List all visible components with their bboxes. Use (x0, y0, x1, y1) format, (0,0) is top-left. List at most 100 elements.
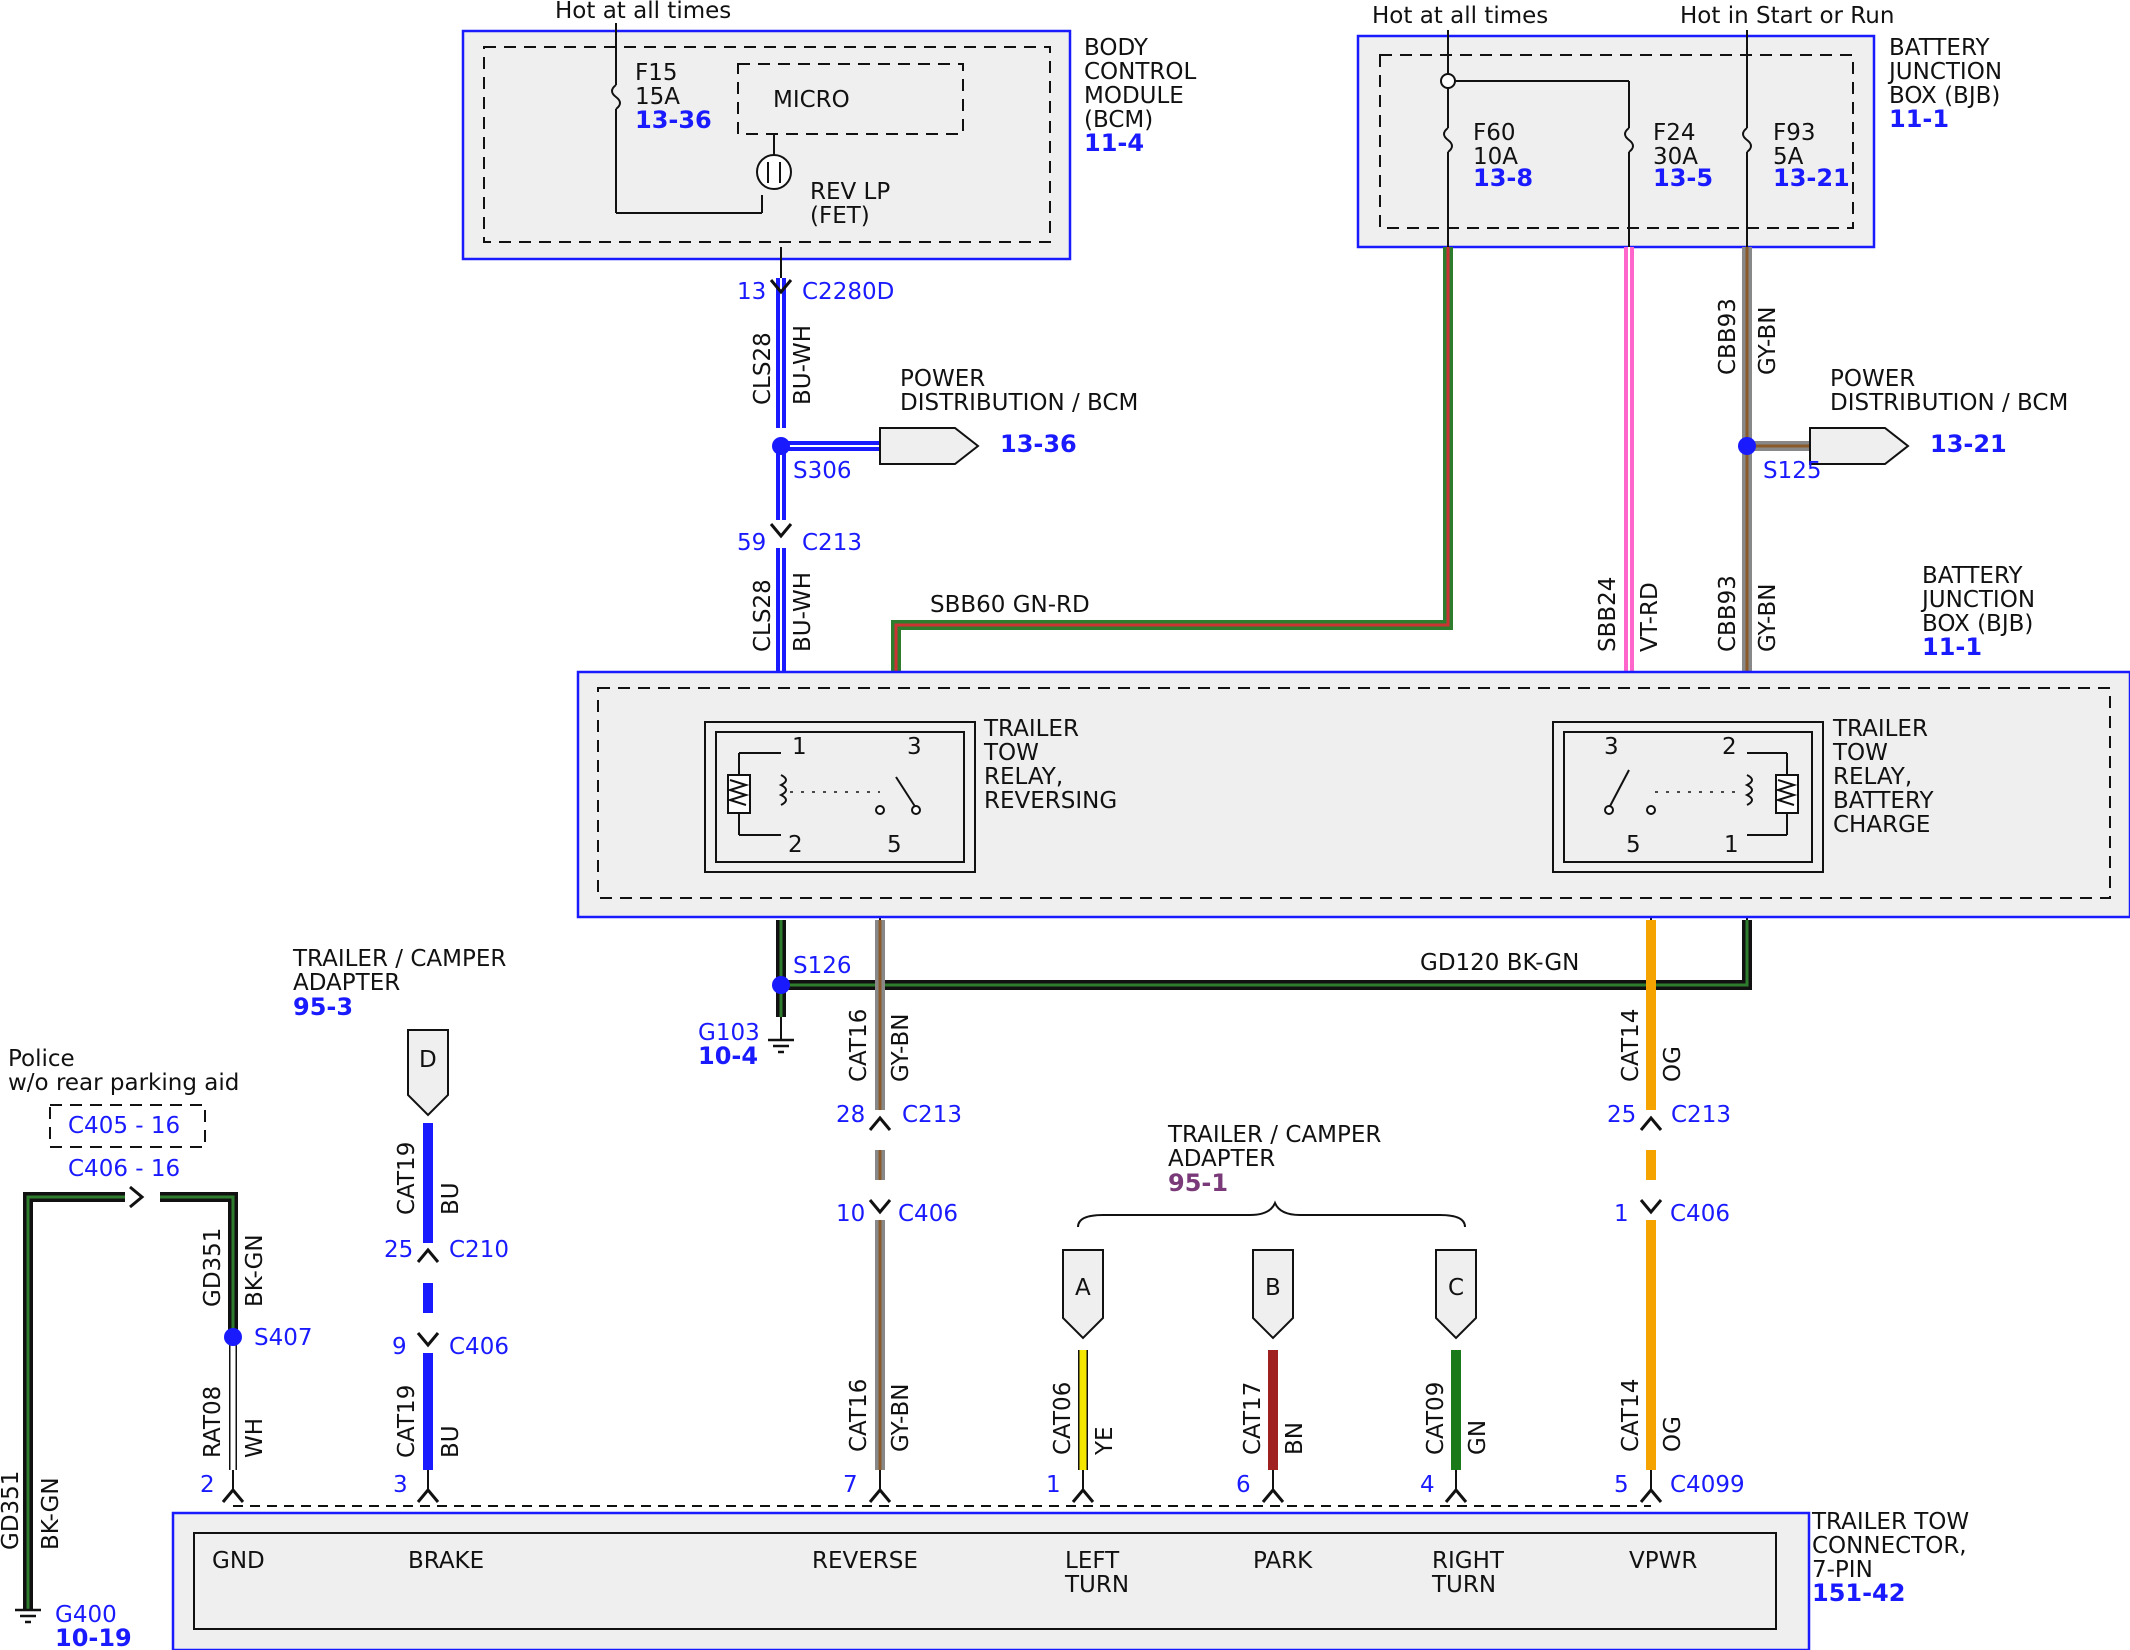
buwh-top: BU-WH (790, 325, 816, 405)
adapter-b-ref: 95-1 (1168, 1169, 1228, 1197)
tc-vpwr: VPWR (1629, 1548, 1697, 1574)
g103-ref: 10-4 (698, 1042, 758, 1070)
bcm-title-3: MODULE (1084, 83, 1184, 109)
pd-right-ref: 13-21 (1930, 430, 2007, 458)
cat06-label: CAT06 (1050, 1382, 1076, 1455)
bkgn-left: BK-GN (38, 1477, 64, 1550)
ground-icon (15, 1038, 794, 1624)
adapter-a-ref: 95-3 (293, 993, 353, 1021)
adapter-a-title-2: ADAPTER (293, 970, 400, 996)
c406-label-a: C406 (898, 1201, 958, 1227)
cat19-bottom: CAT19 (394, 1385, 420, 1458)
bcm-title-4: (BCM) (1084, 107, 1153, 133)
c213-label-b: C213 (902, 1102, 962, 1128)
bat-relay-4: BATTERY (1833, 788, 1934, 814)
pin-right: 4 (1420, 1472, 1435, 1498)
fet-icon (756, 154, 792, 190)
police-line-2: w/o rear parking aid (8, 1070, 239, 1096)
tc-right-2: TURN (1431, 1572, 1496, 1598)
c406-pin-a: 10 (836, 1201, 865, 1227)
f15-name: F15 (635, 60, 678, 86)
gybn-rev-top: GY-BN (888, 1014, 914, 1082)
f93-name: F93 (1773, 120, 1816, 146)
c4099-label: C4099 (1670, 1472, 1745, 1498)
og-bottom: OG (1660, 1416, 1686, 1452)
g400-label: G400 (55, 1602, 117, 1628)
splices (224, 437, 1756, 1346)
cat17-label: CAT17 (1240, 1382, 1266, 1455)
bjb-top-title-2: JUNCTION (1887, 59, 2002, 85)
bjb-mid-title-3: BOX (BJB) (1922, 611, 2033, 637)
bjb-hot-2: Hot in Start or Run (1680, 3, 1894, 29)
c213-pin-b: 28 (836, 1102, 865, 1128)
s125-label: S125 (1763, 458, 1822, 484)
gd351-left: GD351 (0, 1471, 24, 1550)
pin-left: 1 (1046, 1472, 1061, 1498)
splice-s125 (1738, 437, 1756, 455)
bcm-hot-label: Hot at all times (555, 0, 731, 24)
bcm-module: MICRO Hot at all times F15 15A 13-36 REV… (461, 0, 1197, 261)
g103-label: G103 (698, 1020, 760, 1046)
gybn-top: GY-BN (1755, 307, 1781, 375)
gd120-label: GD120 BK-GN (1420, 950, 1579, 976)
bjb-mid-ref: 11-1 (1922, 633, 1982, 661)
c406-police-label: C406 - 16 (68, 1156, 180, 1182)
s126-label: S126 (793, 953, 852, 979)
wire-labels: 13 C2280D CLS28 BU-WH S306 59 C213 CLS28… (0, 279, 1822, 1650)
bjb-top-title-3: BOX (BJB) (1889, 83, 2000, 109)
bat-relay-3: RELAY, (1833, 764, 1912, 790)
adapter-b-label: B (1265, 1275, 1281, 1301)
bat-pin-2: 2 (1722, 734, 1737, 760)
rev-relay-4: REVERSING (984, 788, 1117, 814)
police-note: Police w/o rear parking aid C405 - 16 C4… (8, 1046, 239, 1182)
rev-pin-3: 3 (907, 734, 922, 760)
c406-pin-b: 1 (1614, 1201, 1629, 1227)
rev-pin-2: 2 (788, 832, 803, 858)
cbb93-top: CBB93 (1715, 298, 1741, 375)
bjb-mid-title-2: JUNCTION (1920, 587, 2035, 613)
ye-label: YE (1092, 1426, 1118, 1456)
vtrd-label: VT-RD (1637, 582, 1663, 652)
fet-label-2: (FET) (810, 203, 870, 229)
pd-left-2: DISTRIBUTION / BCM (900, 390, 1138, 416)
pd-left-1: POWER (900, 366, 985, 392)
rat08-label: RAT08 (200, 1386, 226, 1458)
fet-label-1: REV LP (810, 179, 890, 205)
c213-pin-a: 59 (737, 530, 766, 556)
gn-label: GN (1465, 1420, 1491, 1455)
cls28-top: CLS28 (750, 332, 776, 405)
cat19-top: CAT19 (394, 1142, 420, 1215)
pin-vpwr: 5 (1614, 1472, 1629, 1498)
tc-right-1: RIGHT (1432, 1548, 1505, 1574)
f24-amp: 30A (1653, 144, 1698, 170)
cat16-bottom: CAT16 (846, 1379, 872, 1452)
bat-pin-1: 1 (1724, 832, 1739, 858)
adapter-a-title-1: TRAILER / CAMPER (292, 946, 506, 972)
g400-ref: 10-19 (55, 1624, 132, 1650)
s306-label: S306 (793, 458, 852, 484)
bat-pin-3: 3 (1604, 734, 1619, 760)
gd351-right: GD351 (200, 1228, 226, 1307)
c2280d-label: C2280D (802, 279, 894, 305)
power-dist-flags: POWER DISTRIBUTION / BCM 13-36 POWER DIS… (879, 366, 2068, 465)
connector-marks (129, 279, 1663, 1503)
bat-relay-5: CHARGE (1833, 812, 1930, 838)
bjb-top: Hot at all times Hot in Start or Run F60… (1356, 3, 2002, 249)
adapter-b-title-1: TRAILER / CAMPER (1167, 1122, 1381, 1148)
c405-label: C405 - 16 (68, 1113, 180, 1139)
splice-s306 (772, 437, 790, 455)
c210-pin: 25 (384, 1237, 413, 1263)
bcm-title-2: CONTROL (1084, 59, 1197, 85)
cbb93-bottom: CBB93 (1715, 575, 1741, 652)
pin-park: 6 (1236, 1472, 1251, 1498)
pd-right-1: POWER (1830, 366, 1915, 392)
pd-left-ref: 13-36 (1000, 430, 1077, 458)
tc-reverse: REVERSE (812, 1548, 918, 1574)
micro-label: MICRO (773, 87, 850, 113)
bjb-mid: 1 3 2 5 TRAILER TOW RELAY, REVERSING 3 2… (576, 563, 2130, 919)
c406-label-b: C406 (1670, 1201, 1730, 1227)
splice-s407 (224, 1328, 242, 1346)
rev-pin-1: 1 (792, 734, 807, 760)
bu-top: BU (438, 1182, 464, 1215)
rev-relay-3: RELAY, (984, 764, 1063, 790)
